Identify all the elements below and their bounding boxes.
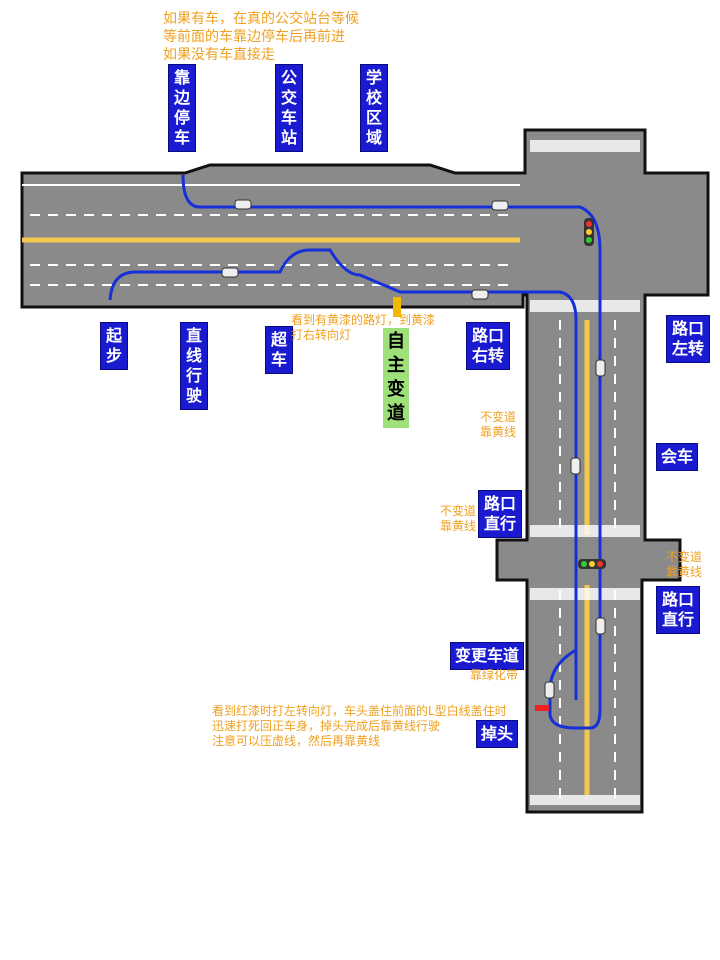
no-lane-change-note-1: 不变道 靠黄线 xyxy=(480,410,517,439)
label-school-zone: 学校区域 xyxy=(360,64,388,152)
label-start: 起步 xyxy=(100,322,128,370)
yellow-lamp-marker xyxy=(393,297,401,317)
label-right-turn: 路口右转 xyxy=(466,322,510,370)
label-bus-stop: 公交车站 xyxy=(275,64,303,152)
red-mark xyxy=(535,705,549,711)
uturn-note: 看到红漆时打左转向灯，车头盖住前面的L型白线盖住时 迅速打死回正车身，掉头完成后… xyxy=(212,704,507,748)
label-left-turn: 路口左转 xyxy=(666,315,710,363)
change-lane-note: 靠绿化带 xyxy=(470,668,519,682)
crosswalks xyxy=(530,140,640,805)
label-change-lane: 变更车道 xyxy=(450,642,525,670)
label-uturn: 掉头 xyxy=(476,720,519,748)
lane-dashes xyxy=(30,214,616,800)
label-straight-intersection-2: 路口直行 xyxy=(656,586,700,634)
no-lane-change-note-3: 不变道 靠黄线 xyxy=(666,550,703,579)
label-overtake: 超车 xyxy=(265,326,293,374)
label-own-lane-change: 自主变道 xyxy=(383,328,409,428)
yellow-lamp-note: 看到有黄漆的路灯，到黄漆 打右转向灯 xyxy=(291,313,436,342)
label-pull-over: 靠边停车 xyxy=(168,64,196,152)
no-lane-change-note-2: 不变道 靠黄线 xyxy=(440,504,477,533)
traffic-lights xyxy=(578,218,606,569)
label-straight: 直线行驶 xyxy=(180,322,208,410)
label-straight-intersection-1: 路口直行 xyxy=(478,490,522,538)
cars xyxy=(221,199,606,699)
bus-stop-note: 如果有车，在真的公交站台等候 等前面的车靠边停车后再前进 如果没有车直接走 xyxy=(163,11,359,63)
label-meet-car: 会车 xyxy=(656,443,699,471)
